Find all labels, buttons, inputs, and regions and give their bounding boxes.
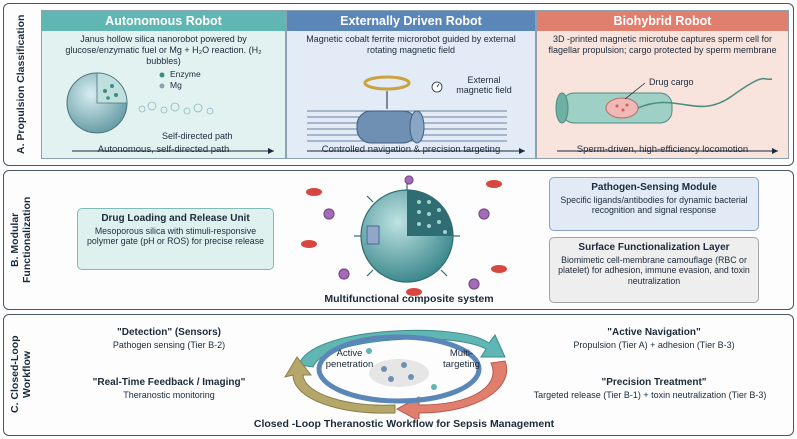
detection-title: "Detection" (Sensors) [117, 327, 221, 338]
column-biohybrid: Biohybrid Robot 3D -printed magnetic mic… [536, 10, 789, 159]
janus-nanorobot-illustration [66, 72, 274, 154]
panel-propulsion: A. Propulsion Classification Autonomous … [3, 3, 794, 166]
rbc-icon [306, 188, 322, 196]
surface-functionalization-body: Biomimetic cell-membrane camouflage (RBC… [558, 255, 750, 286]
inner-label-multi-targeting: Multi-targeting [443, 348, 480, 370]
composite-system-caption: Multifunctional composite system [324, 293, 494, 305]
feedback-title: "Real-Time Feedback / Imaging" [92, 377, 246, 388]
cycle-arrow-feedback [283, 356, 396, 414]
pathogen-sensing-box: Pathogen-Sensing Module Specific ligands… [549, 177, 759, 231]
closed-loop-cycle-diagram [283, 329, 508, 419]
section-b-label: B. Modular Functionalization [8, 196, 33, 283]
rbc-icon [486, 180, 502, 188]
drug-loading-unit-box: Drug Loading and Release Unit Mesoporous… [77, 208, 274, 270]
drug-cargo-label: Drug cargo [649, 77, 694, 87]
bacterium-icon [468, 278, 480, 290]
column-autonomous-footer: Autonomous, self-directed path [97, 144, 230, 155]
microrobot-swarm-icon [366, 348, 437, 390]
navigation-title: "Active Navigation" [607, 327, 701, 338]
surface-functionalization-title: Surface Functionalization Layer [578, 242, 730, 253]
column-autonomous-description: Janus hollow silica nanorobot powered by… [65, 34, 262, 66]
enzyme-label: Enzyme [170, 69, 201, 79]
rbc-icon [406, 288, 422, 296]
section-c-label: C. Closed-Loop Workflow [8, 335, 33, 414]
column-external: Externally Driven Robot Magnetic cobalt … [286, 10, 536, 159]
sperm-head-icon [605, 97, 639, 119]
treatment-title: "Precision Treatment" [601, 377, 707, 388]
feedback-subtitle: Theranostic monitoring [123, 390, 215, 400]
bacterium-icon [478, 208, 490, 220]
mg-legend-icon [159, 83, 165, 89]
column-external-footer: Controlled navigation & precision target… [321, 144, 501, 155]
column-biohybrid-title: Biohybrid Robot [537, 11, 788, 31]
external-field-label: External magnetic field [456, 75, 512, 95]
column-biohybrid-footer: Sperm-driven, high-efficiency locomotion [576, 144, 749, 155]
workflow-caption: Closed -Loop Theranostic Workflow for Se… [253, 418, 555, 430]
magnetic-microrobot-illustration [307, 75, 525, 154]
bacterium-icon [338, 268, 350, 280]
composite-nanorobot-illustration [301, 175, 507, 296]
column-external-title: Externally Driven Robot [287, 11, 535, 31]
cycle-arrow-detection [298, 329, 506, 368]
cycle-arrow-treatment [395, 360, 508, 419]
magnetic-coil-icon [363, 75, 411, 91]
column-external-description: Magnetic cobalt ferrite microrobot guide… [306, 34, 516, 55]
pathogen-sensing-title: Pathogen-Sensing Module [591, 182, 717, 193]
rbc-icon [301, 240, 317, 248]
treatment-subtitle: Targeted release (Tier B-1) + toxin neut… [533, 390, 767, 400]
rbc-icon [491, 265, 507, 273]
column-autonomous: Autonomous Robot Janus hollow silica nan… [41, 10, 286, 159]
bacterium-icon [323, 208, 335, 220]
sperm-microtube-illustration [555, 77, 778, 154]
pathogen-sensing-body: Specific ligands/antibodies for dynamic … [560, 195, 748, 216]
bacterium-icon [404, 175, 414, 185]
inner-label-active-penetration: Active penetration [325, 348, 374, 370]
navigation-subtitle: Propulsion (Tier A) + adhesion (Tier B-3… [573, 340, 735, 350]
drug-loading-unit-body: Mesoporous silica with stimuli-responsiv… [87, 226, 264, 247]
section-a-label: A. Propulsion Classification [14, 14, 27, 154]
drug-loading-unit-title: Drug Loading and Release Unit [101, 213, 250, 224]
mg-label: Mg [170, 80, 182, 90]
panel-functionalization: B. Modular Functionalization D [3, 170, 794, 310]
enzyme-legend-icon [159, 72, 165, 78]
column-autonomous-title: Autonomous Robot [42, 11, 285, 31]
microrobot-cylinder-icon [356, 110, 418, 144]
surface-functionalization-box: Surface Functionalization Layer Biomimet… [549, 237, 759, 303]
self-directed-path-label: Self-directed path [162, 131, 233, 141]
panel-workflow: C. Closed-Loop Workflow Active penetrati… [3, 314, 794, 436]
column-biohybrid-description: 3D -printed magnetic microtube captures … [548, 34, 777, 55]
detection-subtitle: Pathogen sensing (Tier B-2) [112, 340, 226, 350]
